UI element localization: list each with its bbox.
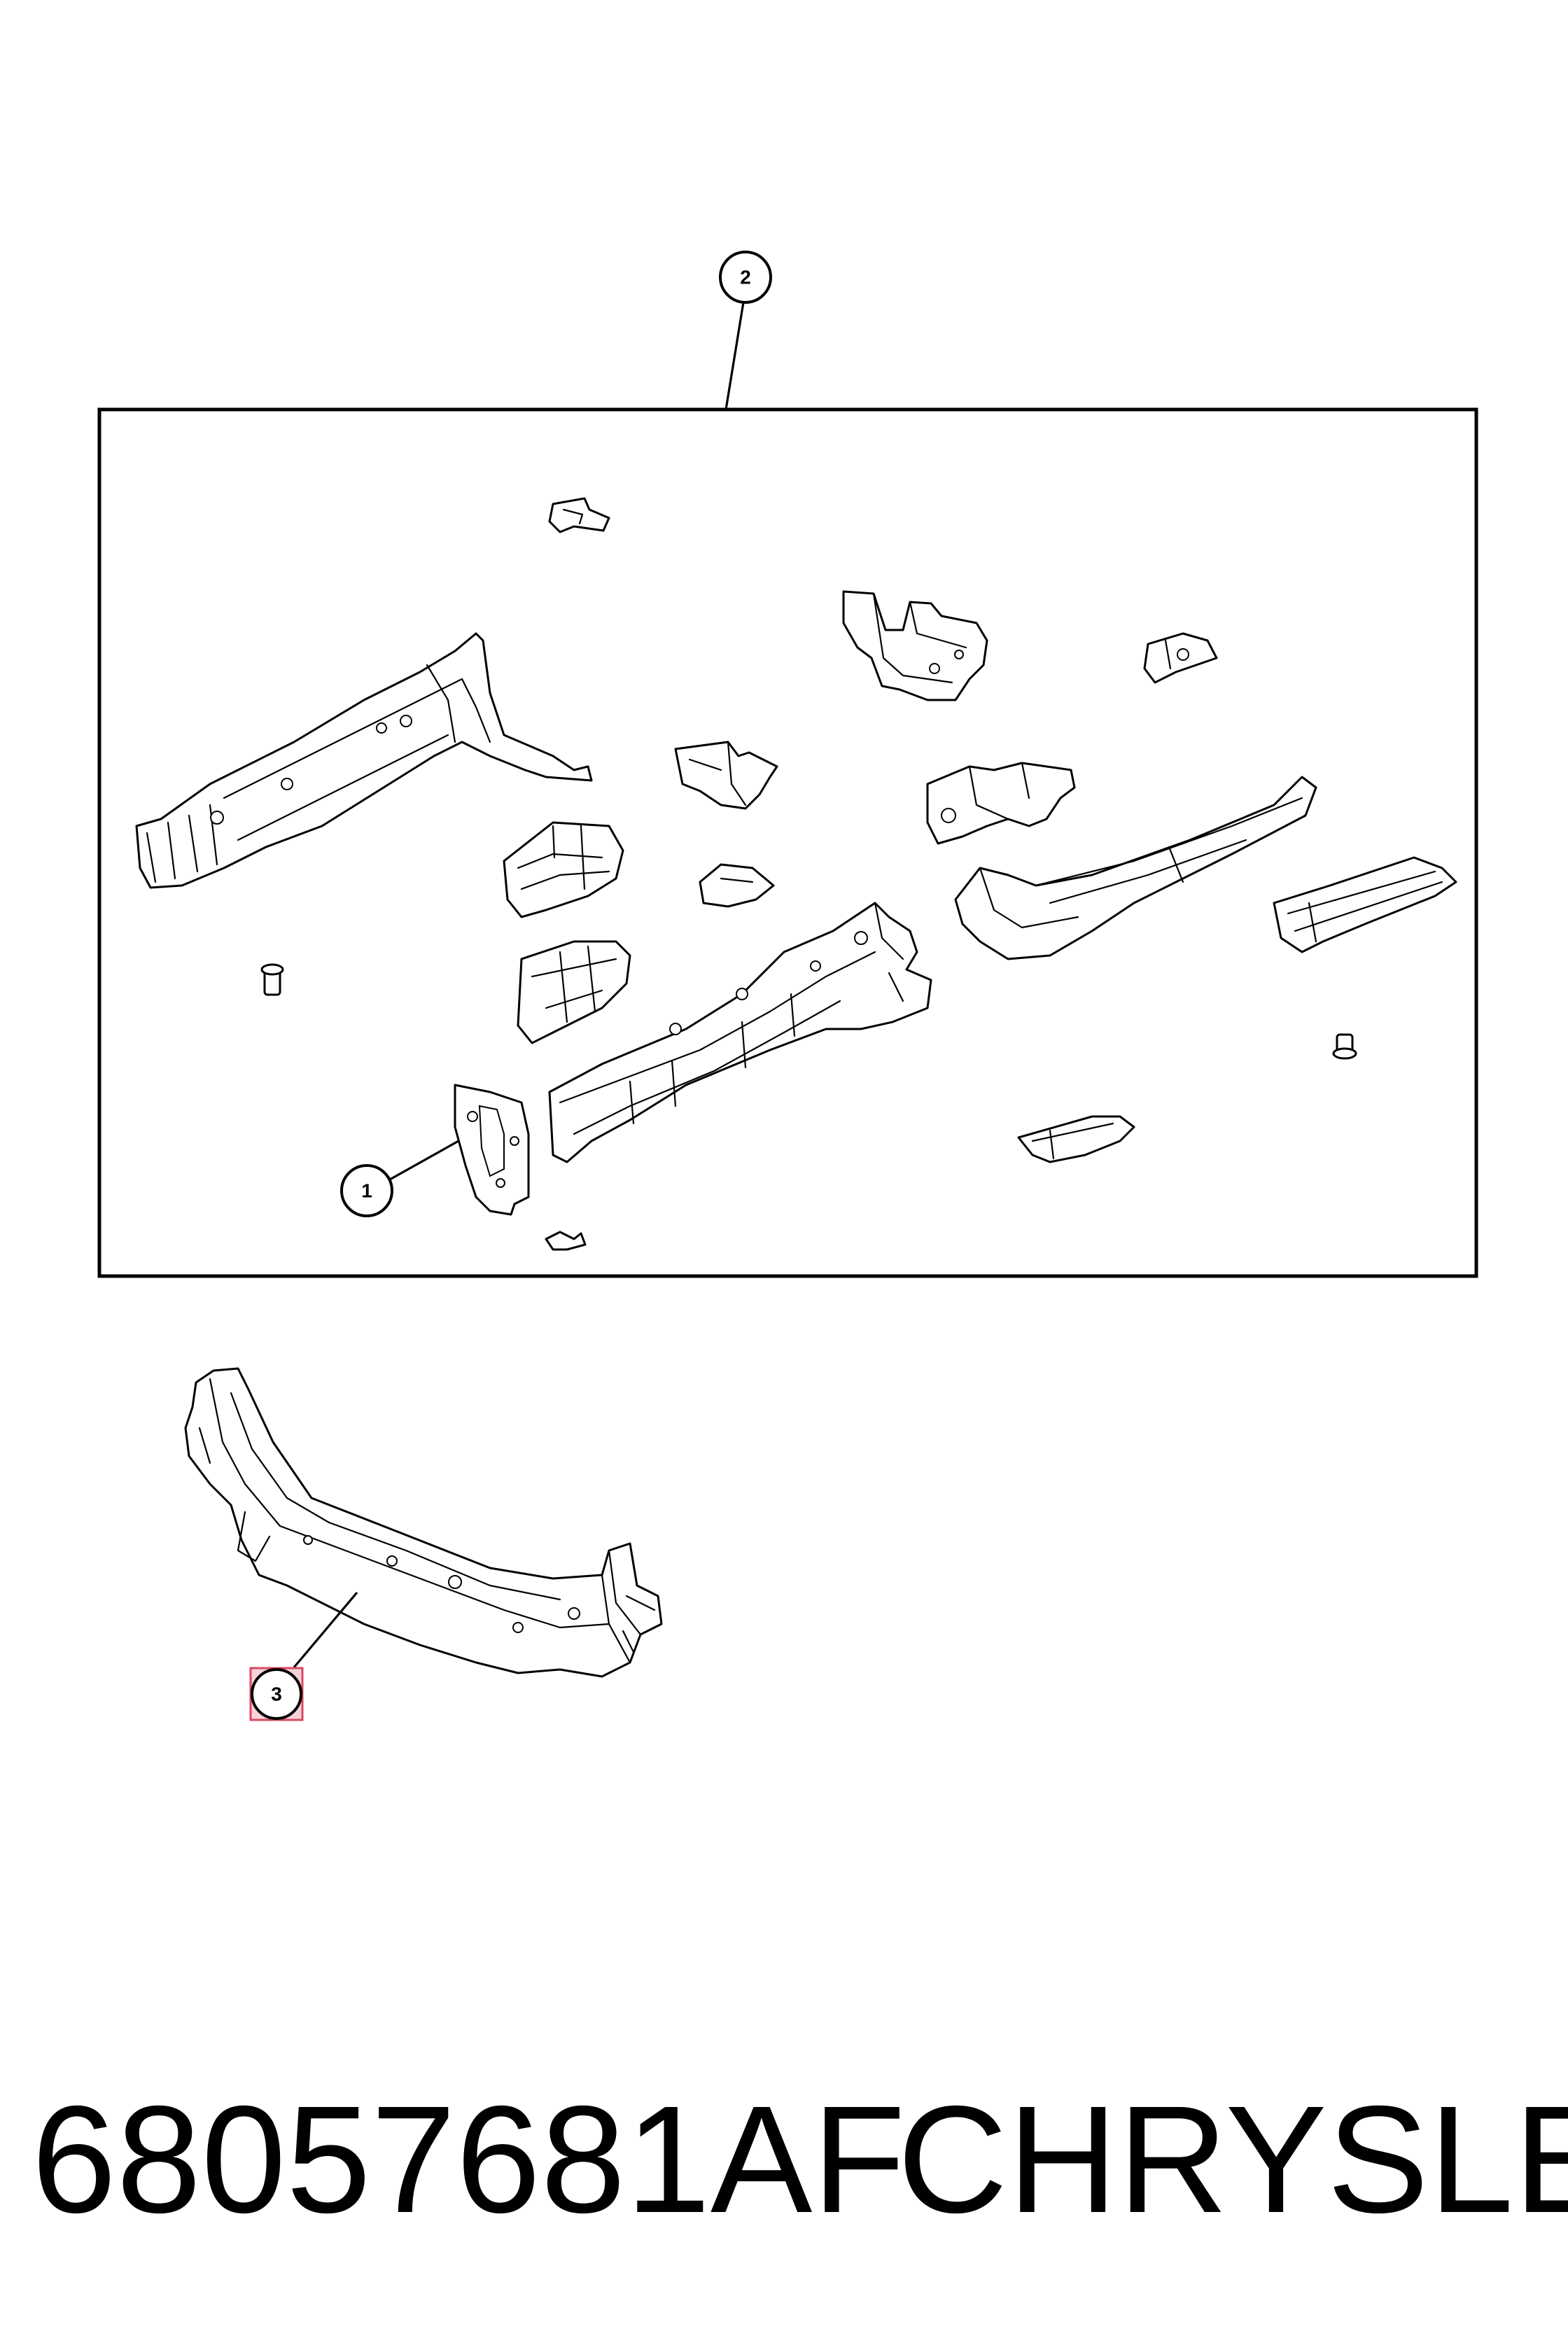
leader-line-2: [724, 302, 745, 410]
crossmember-box-bracket: [503, 821, 624, 918]
right-sill-rail: [954, 776, 1317, 960]
reinforcement-plate: [454, 1084, 530, 1216]
small-clip: [545, 1231, 587, 1251]
assembly-frame: [97, 407, 1478, 1278]
brand-name: CHRYSLER: [897, 2075, 1568, 2245]
part-number: 68057681AF: [31, 2075, 906, 2245]
small-bracket-top: [548, 497, 610, 533]
callout-1[interactable]: 1: [340, 1164, 393, 1217]
left-front-rail: [135, 632, 593, 889]
callout-2-label: 2: [740, 267, 751, 288]
callout-1-label: 1: [361, 1180, 372, 1202]
center-frame-rail: [548, 902, 932, 1163]
callout-2-circle: [719, 251, 772, 304]
small-bracket-right: [1143, 632, 1218, 684]
crossmember-part-3: [184, 1367, 663, 1678]
upper-center-bracket: [842, 590, 988, 701]
sill-extension: [1017, 1115, 1135, 1163]
small-plate-center: [699, 863, 775, 908]
callout-3-circle: [251, 1668, 302, 1720]
leader-line-1: [383, 1140, 459, 1184]
grill-bracket: [517, 940, 631, 1044]
callout-1-circle: [340, 1164, 393, 1217]
nut-right: [1332, 1033, 1357, 1060]
callout-3-label: 3: [271, 1684, 282, 1705]
right-channel-bracket: [926, 762, 1076, 845]
callout-3[interactable]: 3: [249, 1667, 304, 1721]
nut-left: [260, 963, 284, 996]
rocker-sill-piece: [1273, 856, 1457, 953]
callout-2[interactable]: 2: [719, 251, 772, 304]
middle-bracket: [674, 741, 778, 810]
leader-line-3: [293, 1591, 358, 1669]
